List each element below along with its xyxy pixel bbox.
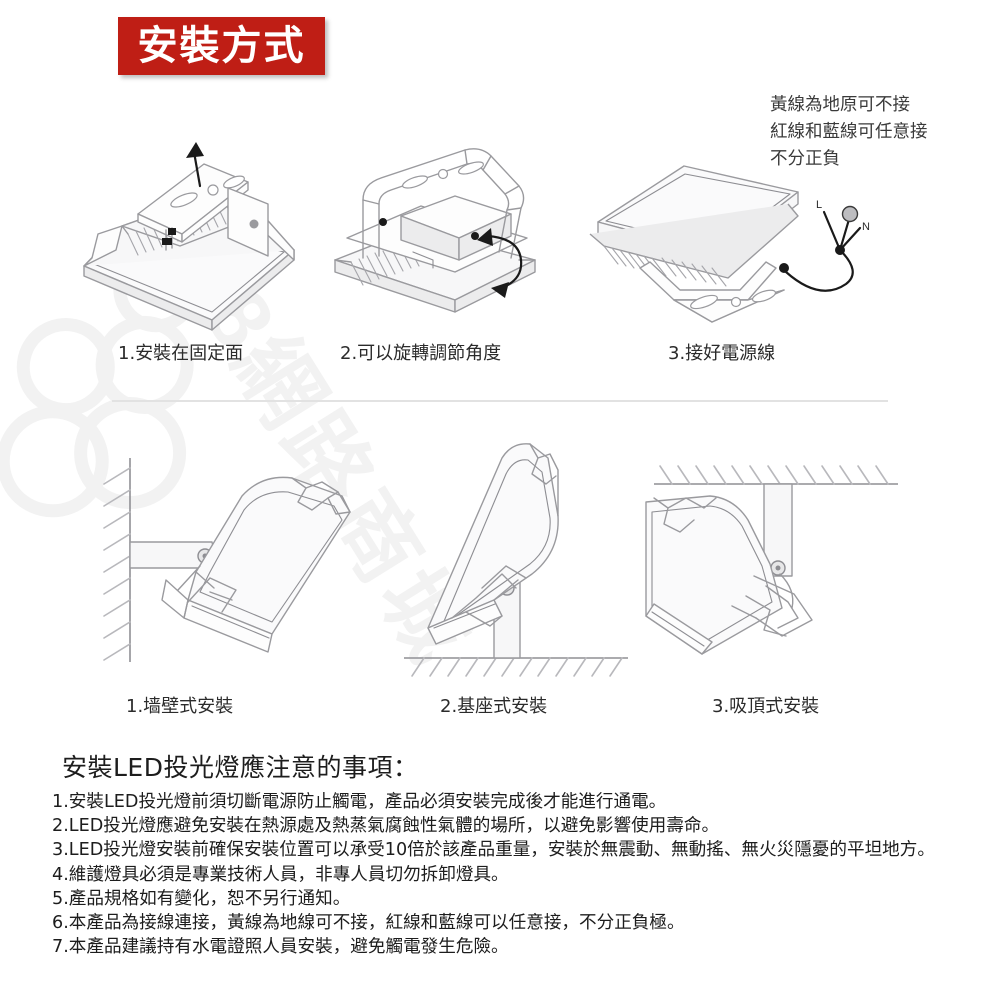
caption-row2-1: 1.墙壁式安裝 [126, 696, 234, 717]
page-title: 安裝方式 [137, 23, 306, 69]
note-item: 6.本產品為接線連接，黃線為地線可不接，紅線和藍線可以任意接，不分正負極。 [52, 913, 685, 934]
note-item: 5.產品規格如有變化，恕不另行通知。 [52, 888, 351, 909]
figure-wall-mount [92, 440, 372, 680]
wire-label-live: L [816, 199, 822, 211]
caption-row1-3: 3.接好電源線 [668, 343, 776, 364]
wiring-note-line-1: 黃線為地原可不接 [770, 95, 910, 115]
power-cable: L N [784, 199, 870, 292]
caption-row2-3: 3.吸頂式安裝 [712, 696, 820, 717]
wiring-note-line-3: 不分正負 [770, 149, 840, 169]
page-title-badge: 安裝方式 [118, 17, 325, 75]
figure-ceiling-mount [645, 440, 906, 680]
section-divider [112, 400, 888, 402]
figure-connect-power: L N [588, 150, 888, 340]
figure-rotate-angle [305, 142, 565, 332]
rotation-arrow [477, 228, 523, 298]
caption-row2-2: 2.基座式安裝 [440, 696, 548, 717]
caption-row1-2: 2.可以旋轉調節角度 [340, 343, 502, 364]
direction-arrow [186, 142, 204, 188]
wiring-note: 黃線為地原可不接 紅線和藍線可任意接 不分正負 [770, 92, 928, 173]
note-item: 3.LED投光燈安裝前確保安裝位置可以承受10倍於該產品重量，安裝於無震動、無動… [52, 840, 935, 861]
wiring-note-line-2: 紅線和藍線可任意接 [770, 122, 928, 142]
note-item: 1.安裝LED投光燈前須切斷電源防止觸電，產品必須安裝完成後才能進行通電。 [52, 792, 667, 812]
figure-base-mount [398, 440, 638, 680]
caption-row1-1: 1.安裝在固定面 [118, 343, 244, 364]
figure-install-on-surface [62, 138, 312, 333]
notes-list: 1.安裝LED投光燈前須切斷電源防止觸電，產品必須安裝完成後才能進行通電。 2.… [52, 790, 982, 959]
note-item: 4.維護燈具必須是專業技術人員，非專人員切勿拆卸燈具。 [52, 864, 509, 885]
note-item: 7.本產品建議持有水電證照人員安裝，避免觸電發生危險。 [52, 937, 509, 958]
note-item: 2.LED投光燈應避免安裝在熱源處及熱蒸氣腐蝕性氣體的場所，以避免影響使用壽命。 [52, 816, 720, 837]
wire-label-neutral: N [862, 221, 870, 233]
notes-heading: 安裝LED投光燈應注意的事項： [62, 753, 419, 782]
